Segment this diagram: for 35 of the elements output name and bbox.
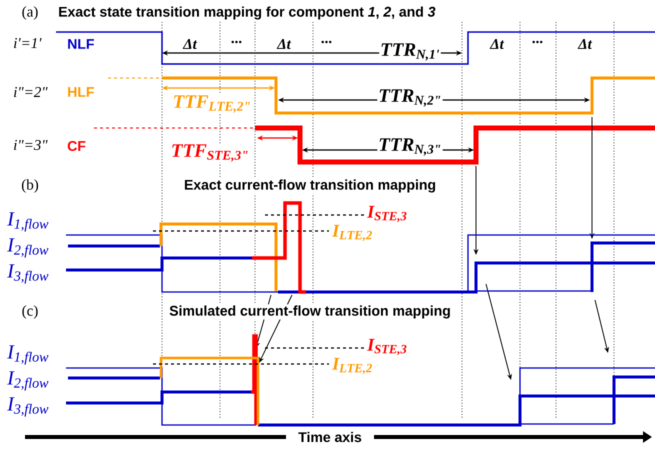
current-label: I$_{2,flow}$	[6, 370, 50, 392]
current-label: I$_{3,flow}$	[6, 263, 50, 285]
threshold-label: I$_{LTE,2}$	[331, 356, 374, 376]
state-label: i"=2"	[12, 86, 49, 98]
state-label: i"=3"	[12, 138, 49, 152]
panel-letter: (c)	[20, 304, 40, 320]
duration-label: TTR$_{N,1'}$	[379, 42, 441, 62]
time-step: Δt	[276, 38, 292, 50]
duration-label: TTR$_{N,2"}$	[377, 88, 443, 108]
duration-label: TTR$_{N,3"}$	[377, 137, 443, 157]
threshold-label: I$_{LTE,2}$	[331, 224, 374, 242]
state-name: NLF	[66, 38, 96, 50]
current-label: I$_{1,flow}$	[6, 344, 50, 366]
ellipsis: ...	[230, 40, 244, 44]
time-step: Δt	[182, 38, 198, 50]
time-step: Δt	[577, 38, 593, 50]
state-name: CF	[66, 140, 87, 152]
ellipsis: ...	[531, 40, 545, 44]
ellipsis: ...	[320, 40, 334, 44]
axis-label: Time axis	[297, 430, 363, 444]
panel-letter: (b)	[20, 178, 40, 194]
threshold-label: I$_{STE,3}$	[366, 338, 408, 356]
panel-title: Exact state transition mapping for component 1, 2, and 3	[57, 5, 436, 21]
panel-title: Simulated current-flow transition mapping	[168, 304, 452, 320]
current-label: I$_{3,flow}$	[6, 396, 50, 418]
panel-title: Exact current-flow transition mapping	[183, 178, 438, 194]
duration-label: TTF$_{STE,3"}$	[170, 143, 250, 163]
current-label: I$_{2,flow}$	[6, 237, 50, 259]
current-label: I$_{1,flow}$	[6, 211, 50, 233]
threshold-label: I$_{STE,3}$	[366, 204, 408, 224]
state-name: HLF	[66, 86, 96, 98]
panel-letter: (a)	[20, 5, 40, 21]
state-label: i'=1'	[12, 37, 42, 49]
duration-label: TTF$_{LTE,2"}$	[172, 94, 252, 114]
time-step: Δt	[489, 38, 505, 50]
